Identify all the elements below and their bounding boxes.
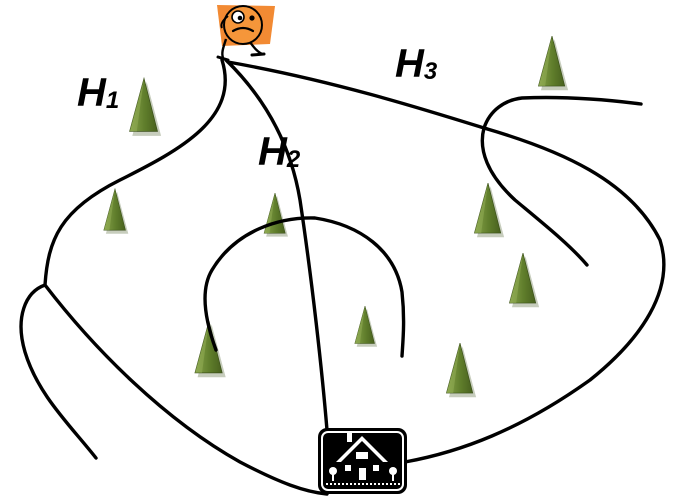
dead-end-middle	[203, 216, 406, 358]
tree-icon	[129, 77, 162, 137]
tree-icon	[537, 36, 569, 91]
dead-end-left	[19, 283, 98, 460]
forest	[103, 36, 569, 398]
house-icon	[318, 428, 407, 494]
tree-icon	[354, 306, 378, 348]
label-h3-letter: H	[395, 42, 425, 86]
label-h1-letter: H	[77, 71, 107, 115]
tree-icon	[263, 193, 289, 238]
label-h2-letter: H	[258, 130, 288, 174]
label-h1-subscript: 1	[106, 87, 119, 114]
label-h3-subscript: 3	[424, 58, 438, 85]
label-h2: H2	[258, 130, 301, 174]
tree-icon	[445, 343, 477, 398]
dead-end-top-right	[482, 95, 643, 130]
paths	[19, 58, 666, 496]
tree-icon	[508, 253, 540, 308]
label-h1: H1	[77, 71, 119, 115]
label-h2-subscript: 2	[286, 146, 301, 173]
path-h3	[226, 60, 666, 464]
tree-icon	[473, 183, 505, 238]
dead-end-right	[480, 126, 589, 267]
path-h1	[43, 58, 329, 496]
path-h2	[224, 58, 329, 432]
label-h3: H3	[395, 42, 438, 86]
traveler-icon	[216, 5, 275, 62]
tree-icon	[103, 188, 129, 235]
